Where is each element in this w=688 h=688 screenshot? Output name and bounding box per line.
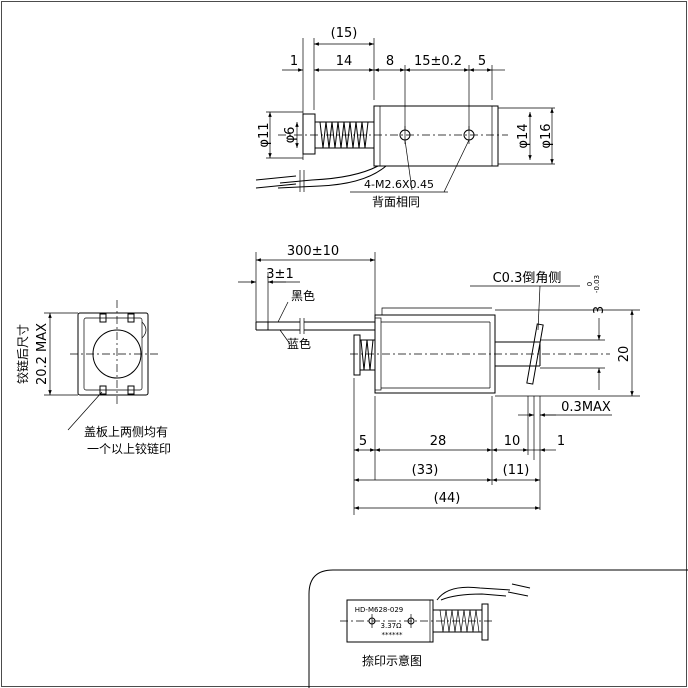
dim-b-5: 5 (359, 434, 367, 449)
wire-blue-label: 蓝色 (287, 337, 311, 351)
spring (319, 121, 369, 149)
hinge-note-2: 一个以上铰链印 (87, 441, 171, 456)
left-view-dim-cn: 铰链后尺寸 (15, 324, 30, 384)
dim-44: (44) (434, 491, 461, 506)
dim-1: 1 (290, 54, 298, 69)
stamp-frame (308, 569, 688, 688)
stamp-stars: ****** (382, 631, 404, 639)
washer (526, 323, 544, 385)
wire-black-label: 黑色 (291, 289, 315, 303)
dim-15-tol: 15±0.2 (414, 54, 462, 69)
plunger-head (302, 113, 316, 155)
screw-note: 4-M2.6X0.45 (364, 178, 434, 191)
dia-11: φ11 (257, 122, 272, 147)
dim-15-ref: (15) (331, 26, 358, 41)
dim-b-28: 28 (430, 434, 447, 449)
top-view: (15) 1 14 8 15±0.2 5 (255, 26, 555, 209)
shaft-dia-tol-lower: -0.03 (593, 275, 601, 293)
gap-max: 0.3MAX (561, 400, 611, 415)
dim-8: 8 (386, 54, 394, 69)
dia-14: φ14 (516, 123, 531, 148)
dim-14: 14 (336, 54, 353, 69)
hinge-note-1: 盖板上两侧均有 (84, 425, 168, 439)
stamp-view: HD-M628-029 3.37Ω ****** 捺印示意图 (308, 569, 688, 688)
strip-length: 3±1 (266, 267, 293, 282)
left-view: 20.2 MAX 铰链后尺寸 盖板上两侧均有 一个以上铰链印 (15, 300, 171, 456)
dim-b-10: 10 (504, 434, 521, 449)
stamp-model: HD-M628-029 (355, 606, 403, 614)
shaft-dia: 3 (592, 306, 607, 314)
side-view: 300±10 3±1 黑色 蓝色 (238, 244, 640, 515)
dim-11: (11) (503, 463, 530, 478)
dia-16: φ16 (539, 123, 554, 148)
lead-length: 300±10 (287, 244, 339, 259)
height-dim: 20 (617, 346, 632, 363)
wire-1 (279, 165, 379, 184)
left-view-max-dim: 20.2 MAX (35, 323, 50, 385)
shaft-dia-tol-upper: 0 (586, 282, 594, 286)
dia-6: φ6 (283, 127, 298, 144)
screw-note-cn: 背面相同 (372, 195, 420, 209)
dim-33: (33) (412, 463, 439, 478)
dim-b-1: 1 (557, 434, 565, 449)
stamp-resistance: 3.37Ω (381, 622, 403, 630)
dim-5: 5 (478, 54, 486, 69)
solenoid-body (373, 105, 499, 167)
stamp-caption: 捺印示意图 (362, 653, 422, 668)
chamfer-note: C0.3倒角侧 (493, 271, 562, 286)
plunger-head-side (353, 334, 361, 376)
